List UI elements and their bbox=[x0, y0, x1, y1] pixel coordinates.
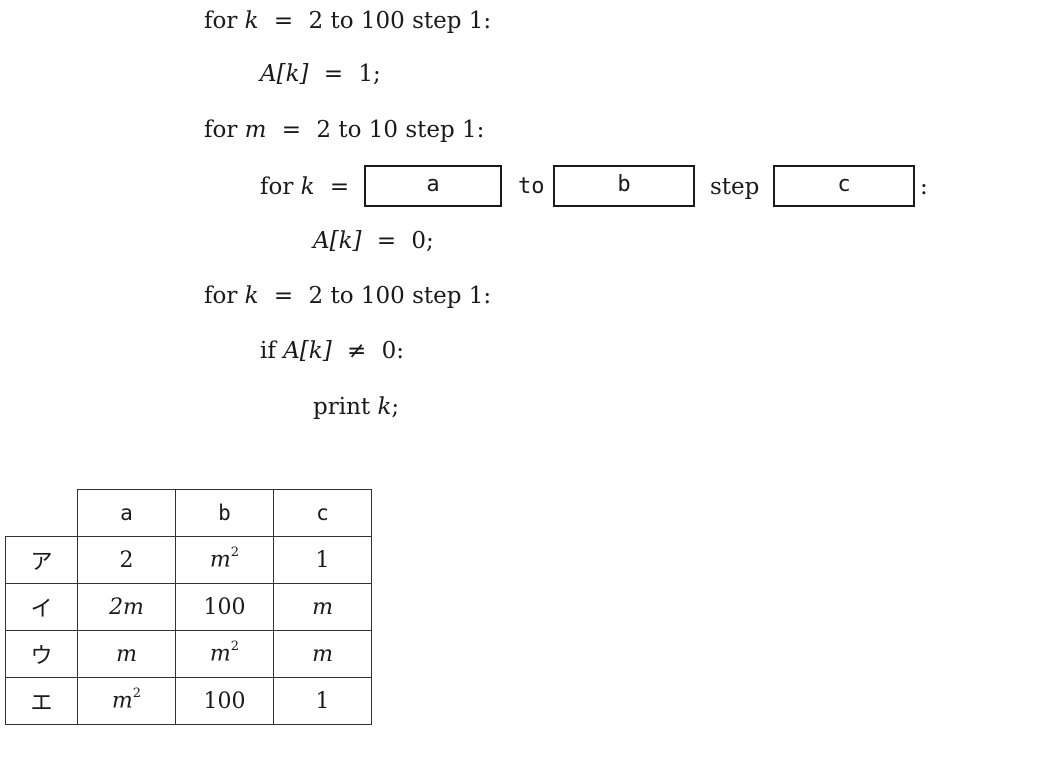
var-m: m bbox=[244, 117, 267, 143]
semicolon: ; bbox=[391, 394, 400, 420]
assign-value: 1; bbox=[358, 61, 381, 87]
cell-b: 100 bbox=[175, 583, 274, 631]
operator-eq: = bbox=[376, 228, 397, 254]
operator-eq: = bbox=[329, 174, 350, 200]
code-line-2: A[k] = 1; bbox=[260, 59, 381, 89]
table-row: ウ m m2 m bbox=[5, 630, 372, 678]
assign-value: 0; bbox=[411, 228, 434, 254]
cell-b: m2 bbox=[175, 536, 274, 584]
choices-table: a b c ア 2 m2 1 イ 2m 100 m ウ m m2 m エ m2 … bbox=[5, 489, 372, 725]
cell-b: m2 bbox=[175, 630, 274, 678]
var-k: k bbox=[377, 394, 392, 420]
cell-a: 2 bbox=[77, 536, 176, 584]
keyword-print: print bbox=[313, 394, 371, 420]
cell-c: m bbox=[273, 583, 372, 631]
code-line-3: for m = 2 to 10 step 1: bbox=[204, 115, 484, 145]
loop-range: 2 to 10 step 1: bbox=[316, 117, 485, 143]
cell-a: 2m bbox=[77, 583, 176, 631]
operator-eq: = bbox=[281, 117, 302, 143]
var-k: k bbox=[244, 8, 259, 34]
header-a: a bbox=[77, 489, 176, 537]
table-row: イ 2m 100 m bbox=[5, 583, 372, 631]
table-corner bbox=[5, 489, 78, 537]
array-element: A[k] bbox=[260, 61, 309, 87]
code-line-1: for k = 2 to 100 step 1: bbox=[204, 6, 491, 36]
code-line-6: for k = 2 to 100 step 1: bbox=[204, 281, 491, 311]
keyword-for: for bbox=[260, 174, 294, 200]
keyword-to: to bbox=[518, 174, 545, 199]
var-k: k bbox=[244, 283, 259, 309]
array-element: A[k] bbox=[283, 338, 332, 364]
cell-a: m2 bbox=[77, 677, 176, 725]
var-k: k bbox=[300, 174, 315, 200]
cell-a: m bbox=[77, 630, 176, 678]
blank-c: c bbox=[773, 165, 915, 207]
cell-c: 1 bbox=[273, 536, 372, 584]
operator-eq: = bbox=[323, 61, 344, 87]
keyword-for: for bbox=[204, 283, 238, 309]
code-line-5: A[k] = 0; bbox=[313, 226, 434, 256]
operator-eq: = bbox=[273, 8, 294, 34]
header-c: c bbox=[273, 489, 372, 537]
table-row: ア 2 m2 1 bbox=[5, 536, 372, 584]
keyword-for: for bbox=[204, 117, 238, 143]
table-header-row: a b c bbox=[5, 489, 372, 537]
cell-c: m bbox=[273, 630, 372, 678]
loop-range: 2 to 100 step 1: bbox=[308, 8, 492, 34]
row-label: ウ bbox=[5, 630, 78, 678]
array-element: A[k] bbox=[313, 228, 362, 254]
table-row: エ m2 100 1 bbox=[5, 677, 372, 725]
operator-eq: = bbox=[273, 283, 294, 309]
header-b: b bbox=[175, 489, 274, 537]
keyword-step: step bbox=[710, 174, 760, 200]
loop-range: 2 to 100 step 1: bbox=[308, 283, 492, 309]
row-label: イ bbox=[5, 583, 78, 631]
row-label: エ bbox=[5, 677, 78, 725]
line-colon: : bbox=[920, 174, 928, 200]
code-line-8: print k; bbox=[313, 392, 399, 422]
cell-c: 1 bbox=[273, 677, 372, 725]
code-line-7: if A[k] ≠ 0: bbox=[260, 336, 404, 366]
blank-b: b bbox=[553, 165, 695, 207]
code-line-4-head: for k = bbox=[260, 172, 357, 202]
keyword-for: for bbox=[204, 8, 238, 34]
operator-neq: ≠ bbox=[347, 338, 367, 364]
cell-b: 100 bbox=[175, 677, 274, 725]
row-label: ア bbox=[5, 536, 78, 584]
keyword-if: if bbox=[260, 338, 276, 364]
compare-value: 0: bbox=[381, 338, 404, 364]
blank-a: a bbox=[364, 165, 502, 207]
